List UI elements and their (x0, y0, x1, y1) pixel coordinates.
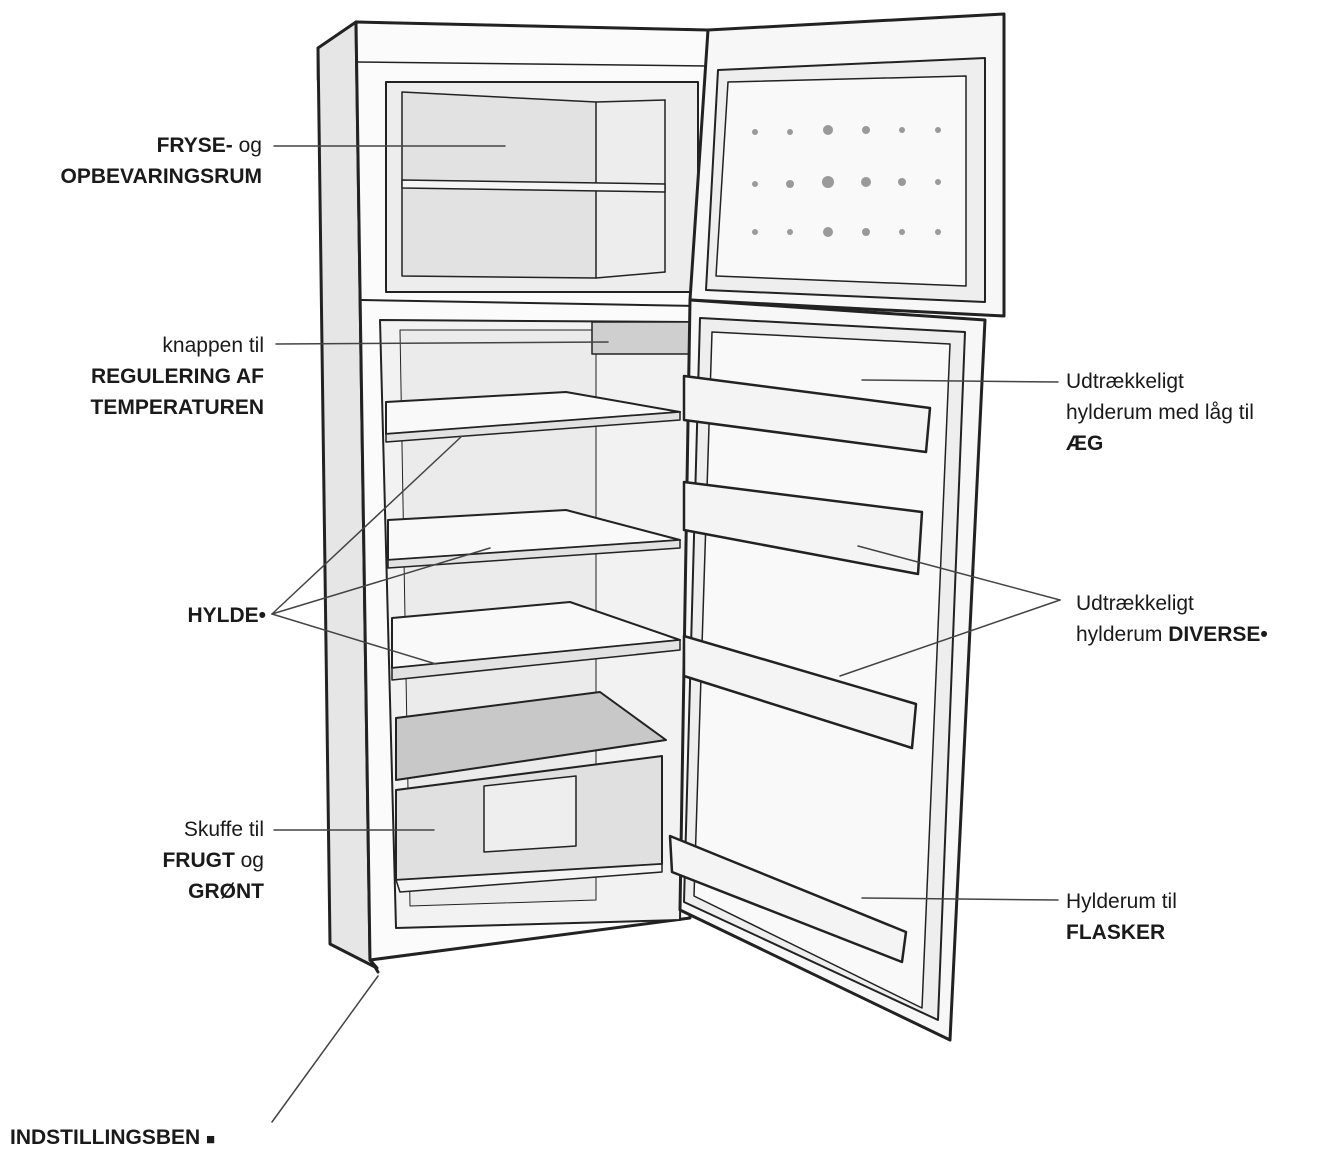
door-shelf-lower (682, 634, 918, 750)
label-bottles-line2: FLASKER (1066, 921, 1166, 944)
label-misc: Udtrækkeligt hylderum DIVERSE• (1076, 588, 1268, 650)
label-misc-norm: hylderum (1076, 623, 1169, 646)
label-crisper-og: og (234, 849, 264, 872)
freezer-door-dimples (752, 125, 941, 237)
label-crisper-line1: Skuffe til (183, 818, 264, 841)
freezer-door (688, 12, 1006, 318)
leader-lines (271, 145, 1061, 1123)
adjustable-foot (370, 960, 380, 974)
label-egg-line3: ÆG (1066, 432, 1104, 455)
label-feet-mark: ■ (206, 1131, 216, 1148)
thermostat-knob (591, 321, 691, 355)
label-bottles-line1: Hylderum til (1066, 890, 1177, 913)
label-thermostat-line2: REGULERING AF (90, 365, 264, 388)
bottle-shelf (668, 834, 908, 964)
label-bottles: Hylderum til FLASKER (1066, 886, 1177, 948)
label-thermostat-line3: TEMPERATUREN (90, 396, 264, 419)
label-egg: Udtrækkeligt hylderum med låg til ÆG (1066, 366, 1254, 459)
label-egg-line2: hylderum med låg til (1066, 401, 1254, 424)
label-crisper-line3: GRØNT (188, 880, 264, 903)
freezer-compartment (385, 81, 699, 293)
fridge-compartment (370, 319, 691, 974)
label-shelf-text: HYLDE (187, 604, 259, 627)
label-feet-text: INDSTILLINGSBEN (10, 1126, 201, 1149)
label-freezer-og: og (232, 134, 262, 157)
label-freezer-bold: FRYSE- (156, 134, 233, 157)
label-thermostat-line1: knappen til (162, 334, 264, 357)
label-crisper: Skuffe til FRUGT og GRØNT (162, 814, 264, 907)
label-freezer: FRYSE- og OPBEVARINGSRUM (61, 130, 262, 192)
label-freezer-line2: OPBEVARINGSRUM (60, 165, 262, 188)
label-shelf: HYLDE• (187, 600, 266, 631)
label-shelf-mark: • (258, 604, 266, 627)
label-misc-mark: • (1260, 623, 1268, 646)
label-crisper-bold: FRUGT (162, 849, 235, 872)
label-misc-bold: DIVERSE (1168, 623, 1261, 646)
label-feet: INDSTILLINGSBEN ■ (10, 1122, 215, 1155)
egg-tray (682, 374, 932, 454)
label-thermostat: knappen til REGULERING AF TEMPERATUREN (91, 330, 264, 423)
label-egg-line1: Udtrækkeligt (1066, 370, 1184, 393)
fridge-door (668, 298, 987, 1042)
door-shelf-upper (682, 480, 924, 576)
label-misc-line1: Udtrækkeligt (1076, 592, 1194, 615)
